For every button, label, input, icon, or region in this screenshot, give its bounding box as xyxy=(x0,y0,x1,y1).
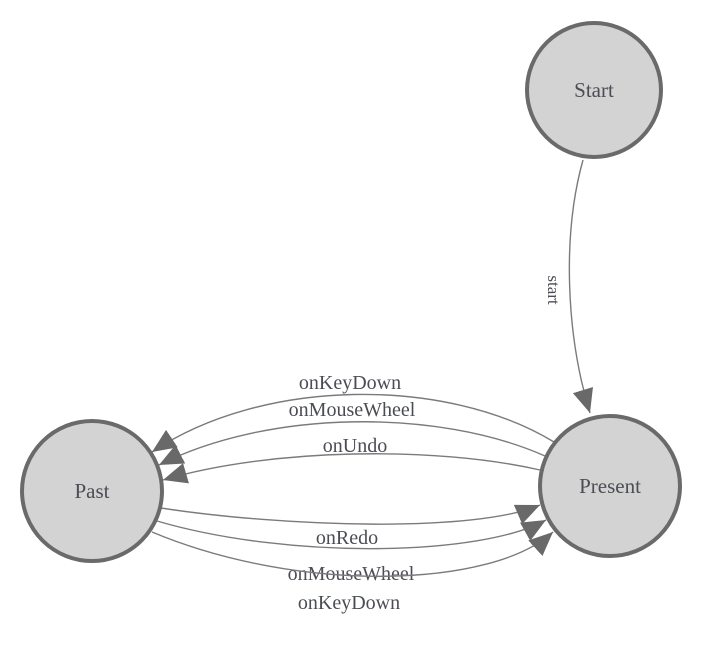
edge-past-to-present-keydown-line[interactable] xyxy=(151,531,554,577)
node-present-circle[interactable] xyxy=(538,414,682,558)
edge-past-to-present-keydown[interactable]: onKeyDown xyxy=(151,531,554,614)
edge-past-to-present-mousewheel-line[interactable] xyxy=(156,519,547,550)
edge-past-to-present-keydown-label: onKeyDown xyxy=(298,592,400,614)
edge-start-to-present-label: start xyxy=(544,275,563,305)
edge-start-to-present-line[interactable] xyxy=(568,159,593,414)
edge-present-to-past-mousewheel[interactable]: onMouseWheel xyxy=(158,399,546,466)
edge-past-to-present-mousewheel[interactable]: onMouseWheel xyxy=(156,519,547,585)
edge-present-to-past-undo-line[interactable] xyxy=(162,453,541,484)
edge-present-to-past-mousewheel-line[interactable] xyxy=(158,421,546,466)
edge-present-to-past-keydown-label: onKeyDown xyxy=(299,372,401,394)
edge-present-to-past-undo[interactable]: onUndo xyxy=(162,435,541,484)
node-start-label: Start xyxy=(574,78,614,102)
edge-start-to-present[interactable]: start xyxy=(544,159,593,414)
node-start[interactable]: Start xyxy=(525,21,663,159)
edge-past-to-present-mousewheel-label: onMouseWheel xyxy=(288,563,415,585)
edge-present-to-past-keydown[interactable]: onKeyDown xyxy=(151,372,555,453)
node-past-circle[interactable] xyxy=(20,419,164,563)
edge-present-to-past-mousewheel-label: onMouseWheel xyxy=(289,399,416,421)
node-start-circle[interactable] xyxy=(525,21,663,159)
edge-past-to-present-redo[interactable]: onRedo xyxy=(160,504,541,549)
edge-past-to-present-redo-line[interactable] xyxy=(160,504,541,525)
edge-present-to-past-keydown-line[interactable] xyxy=(151,393,555,453)
node-present[interactable]: Present xyxy=(538,414,682,558)
edge-past-to-present-redo-label: onRedo xyxy=(316,527,378,549)
node-past-label: Past xyxy=(74,479,109,503)
node-present-label: Present xyxy=(579,474,641,498)
edge-present-to-past-undo-label: onUndo xyxy=(323,435,387,457)
node-past[interactable]: Past xyxy=(20,419,164,563)
